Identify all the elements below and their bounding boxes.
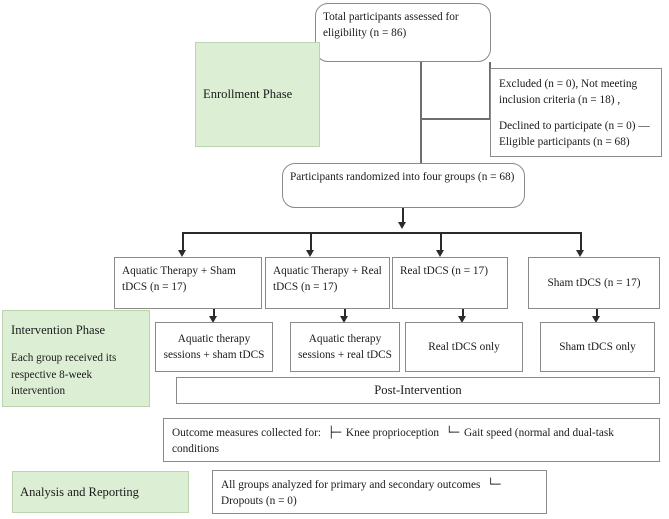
session-box-4: Sham tDCS only <box>540 322 655 372</box>
group-label-3: Real tDCS (n = 17) <box>400 265 488 277</box>
session-label-2: Aquatic therapy sessions + real tDCS <box>298 332 392 361</box>
branch-glyph-3-icon: └─ <box>487 478 501 491</box>
connector-group-riser-3 <box>440 232 442 254</box>
excluded-line-1: Excluded (n = 0), Not meeting inclusion … <box>499 78 638 107</box>
group-label-1: Aquatic Therapy + Sham tDCS (n = 17) <box>122 265 236 294</box>
connector-session-riser-4 <box>596 309 598 319</box>
session-label-3: Real tDCS only <box>428 340 500 353</box>
outcome-item-1: Knee proprioception <box>345 427 440 439</box>
enrollment-phase-label: Enrollment Phase <box>195 42 320 147</box>
intervention-phase-label: Intervention Phase Each group received i… <box>2 310 150 407</box>
connector-session-riser-3 <box>462 309 464 319</box>
arrow-session-4-icon <box>592 316 600 323</box>
randomized-text: Participants randomized into four groups… <box>290 171 515 183</box>
arrow-group-3-icon <box>436 250 444 257</box>
group-label-4: Sham tDCS (n = 17) <box>547 276 641 289</box>
branch-glyph-2-icon: └─ <box>445 426 460 439</box>
arrow-group-2-icon <box>306 250 314 257</box>
session-box-3: Real tDCS only <box>405 322 523 372</box>
assessed-eligibility-box: Total participants assessed for eligibil… <box>315 3 491 62</box>
session-box-2: Aquatic therapy sessions + real tDCS <box>290 322 400 372</box>
group-box-4: Sham tDCS (n = 17) <box>528 257 660 309</box>
arrow-session-3-icon <box>458 316 466 323</box>
branch-glyph-1-icon: ├─ <box>327 426 342 439</box>
connector-excluded-branch <box>420 118 490 120</box>
arrow-session-1-icon <box>209 316 217 323</box>
arrow-group-4-icon <box>576 250 584 257</box>
outcome-measures-box: Outcome measures collected for: ├─ Knee … <box>163 418 660 462</box>
connector-group-riser-1 <box>182 232 184 254</box>
post-intervention-banner: Post-Intervention <box>176 377 660 404</box>
session-label-1: Aquatic therapy sessions + sham tDCS <box>163 332 265 361</box>
group-box-1: Aquatic Therapy + Sham tDCS (n = 17) <box>114 257 262 309</box>
group-box-2: Aquatic Therapy + Real tDCS (n = 17) <box>265 257 390 309</box>
connector-session-riser-2 <box>344 309 346 319</box>
assessed-eligibility-text: Total participants assessed for eligibil… <box>323 11 459 40</box>
connector-group-riser-2 <box>310 232 312 254</box>
intervention-phase-detail: Each group received its respective 8-wee… <box>11 352 117 397</box>
intervention-phase-text: Intervention Phase <box>11 323 106 337</box>
post-intervention-text: Post-Intervention <box>374 383 462 398</box>
outcome-prefix: Outcome measures collected for: <box>172 427 321 439</box>
excluded-line-2: Declined to participate (n = 0) — Eligib… <box>499 119 650 149</box>
analysis-line-2: Dropouts (n = 0) <box>221 495 297 508</box>
connector-eligibility-trunk <box>420 62 422 163</box>
group-box-3: Real tDCS (n = 17) <box>392 257 508 309</box>
analysis-box: All groups analyzed for primary and seco… <box>212 470 547 514</box>
connector-randomized-stem <box>402 208 404 225</box>
outcome-item-2: Gait speed (normal and dual-task conditi… <box>172 427 614 456</box>
analysis-line-1: All groups analyzed for primary and seco… <box>221 479 481 491</box>
randomized-box: Participants randomized into four groups… <box>282 163 525 208</box>
arrow-session-2-icon <box>340 316 348 323</box>
connector-session-riser-1 <box>213 309 215 319</box>
excluded-box: Excluded (n = 0), Not meeting inclusion … <box>490 68 662 157</box>
connector-split-bar <box>182 232 581 234</box>
group-label-2: Aquatic Therapy + Real tDCS (n = 17) <box>273 265 382 294</box>
analysis-phase-label: Analysis and Reporting <box>12 471 189 513</box>
analysis-phase-text: Analysis and Reporting <box>20 484 139 499</box>
arrow-randomized-stem-icon <box>398 222 406 229</box>
enrollment-phase-text: Enrollment Phase <box>203 87 293 102</box>
session-label-4: Sham tDCS only <box>559 340 636 353</box>
arrow-group-1-icon <box>178 250 186 257</box>
connector-group-riser-4 <box>580 232 582 254</box>
session-box-1: Aquatic therapy sessions + sham tDCS <box>155 322 273 372</box>
connector-excluded-riser <box>489 62 491 119</box>
